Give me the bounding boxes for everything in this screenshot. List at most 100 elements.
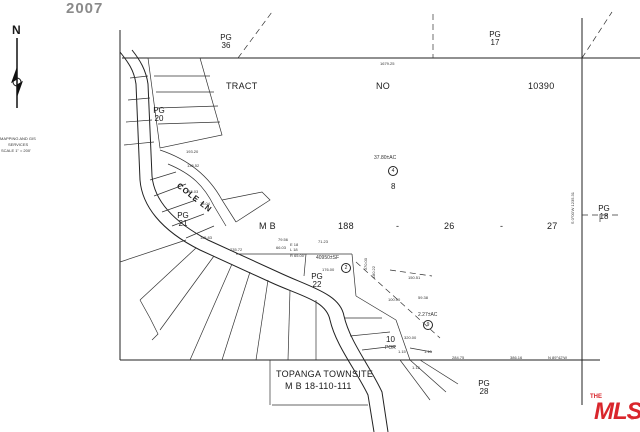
dim-d7: 176.00 <box>322 267 335 272</box>
lot-line <box>161 199 197 213</box>
dim-d10: 370.00 <box>363 258 368 271</box>
lot-line <box>119 239 187 263</box>
lot-line <box>221 271 251 361</box>
map-book-page: 26 <box>444 221 455 231</box>
dim-d9: 71.23 <box>318 239 329 244</box>
north-arrow-icon <box>11 38 23 108</box>
parcel-9-acres: 2.27±AC <box>418 312 438 318</box>
mls-logo-reg: ® <box>630 416 634 422</box>
parcel-4-sub: 8 <box>391 182 396 191</box>
road-edge-right <box>131 49 389 432</box>
lot-line <box>419 359 459 385</box>
lot-edge-west <box>139 299 159 341</box>
townsite-name: TOPANGA TOWNSITE <box>276 369 374 379</box>
parcel-9-number: 9 <box>423 320 433 330</box>
lot-line <box>159 255 215 331</box>
lot-line <box>303 253 307 277</box>
dim-d1: 193.20 <box>186 149 199 154</box>
dim-d4: 78.04 <box>200 201 211 206</box>
map-book-dash1: - <box>396 221 400 231</box>
lot-line <box>156 105 219 109</box>
mls-logo: THE MLS ® <box>588 392 640 426</box>
dim-d13: 66.03 <box>276 245 287 250</box>
map-book-mb: M B <box>259 221 276 231</box>
lot-line <box>185 225 215 239</box>
dim-d18: 1.10 <box>424 349 432 354</box>
north-letter: N <box>12 23 21 37</box>
tract-word: TRACT <box>226 81 258 91</box>
cole-ln-edge <box>159 149 237 223</box>
tract-number: 10390 <box>528 81 555 91</box>
legend-scale: SCALE 1" = 200' <box>1 148 31 153</box>
curve-c2: L 18 <box>290 247 298 252</box>
parcel-4-acres: 37.80±AC <box>374 155 397 161</box>
dim-south-left: 284.75 <box>452 355 465 360</box>
map-book-dash2: - <box>500 221 504 231</box>
lot-line <box>157 121 221 125</box>
page-ref-20: PG 20 <box>153 106 165 123</box>
lot-line <box>189 263 233 361</box>
map-book-parcel: 27 <box>547 221 558 231</box>
dim-south-bearing: N 89°42'W <box>548 355 568 360</box>
curve-c3: E 18 <box>290 242 299 247</box>
divider-pg36 <box>237 11 273 59</box>
dim-d12: 59.38 <box>418 295 429 300</box>
mls-logo-name: MLS <box>594 398 640 425</box>
curve-c1: R 65.00' <box>290 253 305 258</box>
page-ref-17: PG 17 <box>489 30 501 47</box>
parcel-2-area: 40950±SF <box>316 255 340 261</box>
dim-d2: 135.52 <box>187 163 200 168</box>
lot-line <box>355 295 397 321</box>
lot-line <box>129 75 149 79</box>
lot-line <box>123 141 155 146</box>
lot-line <box>349 331 391 337</box>
lot-line <box>125 119 153 123</box>
dim-top: 1679.25 <box>380 61 395 66</box>
dim-d17: 1.15 <box>398 349 406 354</box>
road-edge-left <box>119 51 375 432</box>
parcel-10-number: 10 <box>386 335 395 344</box>
dim-d5: 115.83 <box>200 235 212 240</box>
page-ref-36: PG 36 <box>220 33 232 50</box>
parcel-4-number: 4 <box>388 166 398 176</box>
page-ref-28: PG 28 <box>478 379 490 396</box>
lot-line <box>399 359 431 401</box>
lot-line <box>351 253 357 297</box>
dim-d19: 1.12 <box>412 365 420 370</box>
parcel-2-number: 2 <box>341 263 351 273</box>
dim-d8: 100.00 <box>388 297 401 302</box>
year-stamp: 2007 <box>66 0 104 17</box>
lot-line <box>361 345 397 351</box>
lot-line <box>409 347 433 353</box>
townsite-book: M B 18-110-111 <box>285 381 352 391</box>
lot-line <box>149 171 177 181</box>
divider-top-right <box>581 11 613 59</box>
lot-line <box>395 319 411 361</box>
dim-d15: 150.51 <box>408 275 421 280</box>
dim-d6: 235.72 <box>230 247 243 252</box>
lot-line <box>287 289 291 361</box>
legend-line2: SERVICES <box>8 142 29 147</box>
lot-line <box>139 247 197 301</box>
lot-line <box>255 279 269 361</box>
dim-d16: 320.00 <box>404 335 417 340</box>
page-ref-18: PG 18 <box>598 204 610 221</box>
cole-ln-edge <box>167 163 227 227</box>
lot-line <box>409 359 447 393</box>
legend-line1: MAPPING AND GIS <box>0 136 36 141</box>
dim-d11: 180.22 <box>371 266 376 279</box>
mls-logo-the: THE <box>590 394 602 400</box>
page-ref-22: PG 22 <box>311 272 323 289</box>
page-ref-21: PG 21 <box>177 211 189 228</box>
tract-no: NO <box>376 81 391 91</box>
divider-parcel9-top <box>389 269 433 277</box>
lot-line <box>171 213 205 227</box>
dim-d14: 79.56 <box>278 237 289 242</box>
dim-d3: 145.03 <box>186 189 199 194</box>
map-book-book: 188 <box>338 221 354 231</box>
dim-south-right: 386.16 <box>510 355 523 360</box>
parcel-10-suffix: POR <box>385 345 396 351</box>
lot-block-upper <box>147 57 223 149</box>
lot-block-right <box>221 191 271 223</box>
